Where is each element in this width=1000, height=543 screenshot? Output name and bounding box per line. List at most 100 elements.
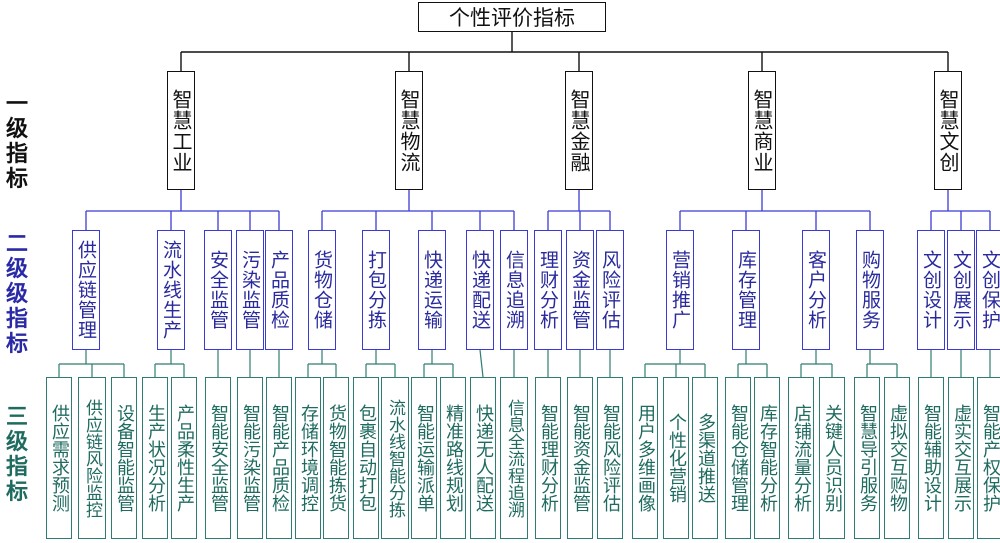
level3-label: 快递无人配送 [473, 404, 494, 512]
level3-label: 智能风险评估 [600, 404, 621, 512]
side-char: 一 [5, 92, 28, 117]
level3-label: 包裹自动打包 [356, 404, 377, 512]
level3-label: 货物智能拣货 [326, 404, 347, 512]
root-title-box: 个性评价指标 [418, 2, 606, 32]
level3-label: 智能资金监管 [570, 404, 591, 512]
side-char: 三 [5, 405, 28, 430]
side-char: 指 [5, 307, 28, 332]
level1-node: 智慧金融 [565, 71, 593, 190]
level3-node: 流水线智能分拣 [381, 377, 409, 539]
level3-node: 快递无人配送 [470, 377, 496, 539]
level2-label: 污染监管 [239, 250, 261, 330]
level2-label: 快递配送 [469, 250, 491, 330]
level2-node: 安全监管 [204, 230, 232, 350]
level2-node: 流水线生产 [157, 230, 185, 350]
side-label-level3: 三 级 指 标 [0, 405, 34, 505]
level3-node: 库存智能分析 [754, 377, 780, 539]
level3-node: 精准路线规划 [440, 377, 466, 539]
level3-node: 虚实交互展示 [948, 377, 974, 539]
level1-label: 智慧文创 [936, 88, 960, 173]
level2-node: 信息追溯 [500, 230, 528, 350]
level3-label: 虚实交互展示 [951, 404, 972, 512]
level2-label: 资金监管 [569, 250, 591, 330]
level3-node: 智慧导引服务 [854, 377, 880, 539]
level3-node: 供应链风险监控 [78, 377, 106, 539]
level3-node: 货物智能拣货 [323, 377, 349, 539]
level2-label: 快递运输 [421, 250, 443, 330]
level3-node: 智能仓储管理 [725, 377, 751, 539]
level3-label: 智能污染监管 [240, 404, 261, 512]
level3-label: 供应需求预测 [49, 404, 70, 512]
level2-label: 信息追溯 [503, 250, 525, 330]
level2-node: 文创展示 [947, 230, 975, 350]
l2-l3-connector [479, 349, 484, 378]
level2-node: 风险评估 [596, 230, 624, 350]
level2-node: 资金监管 [566, 230, 594, 350]
root-title: 个性评价指标 [449, 6, 575, 30]
level2-node: 客户分析 [802, 230, 830, 350]
level3-label: 生产状况分析 [145, 404, 166, 512]
level3-label: 设备智能监管 [114, 404, 135, 512]
level3-label: 库存智能分析 [757, 404, 778, 512]
level3-label: 精准路线规划 [443, 404, 464, 512]
level3-node: 智能辅助设计 [918, 377, 944, 539]
level2-node: 理财分析 [534, 230, 562, 350]
level2-label: 产品质检 [268, 250, 290, 330]
side-char: 级 [5, 430, 28, 455]
level2-label: 购物服务 [859, 250, 881, 330]
level2-node: 货物仓储 [308, 230, 336, 350]
side-label-level2: 二 级 级 指 标 [0, 232, 34, 357]
level3-node: 供应需求预测 [46, 377, 72, 539]
side-char: 级 [5, 117, 28, 142]
side-char: 指 [5, 455, 28, 480]
side-char: 指 [5, 142, 28, 167]
side-char: 级 [5, 282, 28, 307]
level2-node: 文创设计 [917, 230, 945, 350]
level3-node: 生产状况分析 [142, 377, 168, 539]
level2-label: 文创设计 [920, 250, 942, 330]
level3-label: 产品柔性生产 [174, 404, 195, 512]
side-char: 二 [5, 232, 28, 257]
level3-label: 虚拟交互购物 [887, 404, 908, 512]
level3-label: 关键人员识别 [822, 404, 843, 512]
level2-node: 文创保护 [976, 230, 1000, 350]
level2-node: 污染监管 [236, 230, 264, 350]
level3-node: 用户多维画像 [632, 377, 658, 539]
level1-node: 智慧物流 [395, 71, 423, 190]
level2-label: 理财分析 [537, 250, 559, 330]
level2-label: 营销推广 [669, 250, 691, 330]
level1-label: 智慧物流 [397, 88, 421, 173]
level3-label: 智能仓储管理 [728, 404, 749, 512]
level2-label: 供应链管理 [75, 240, 97, 340]
level3-node: 虚拟交互购物 [884, 377, 910, 539]
level1-label: 智慧金融 [567, 88, 591, 173]
level2-label: 流水线生产 [160, 240, 182, 340]
level2-node: 购物服务 [856, 230, 884, 350]
level2-node: 产品质检 [265, 230, 293, 350]
level1-label: 智慧商业 [750, 88, 774, 173]
level3-node: 设备智能监管 [111, 377, 137, 539]
level2-node: 库存管理 [732, 230, 760, 350]
level2-label: 货物仓储 [311, 250, 333, 330]
level2-label: 风险评估 [599, 250, 621, 330]
level2-node: 供应链管理 [72, 230, 100, 350]
level3-label: 供应链风险监控 [82, 398, 102, 518]
level3-node: 智能理财分析 [535, 377, 561, 539]
level3-node: 智能产权保护 [977, 377, 1000, 539]
level3-node: 智能安全监管 [205, 377, 231, 539]
level3-node: 智能资金监管 [567, 377, 593, 539]
level3-node: 智能产品质检 [266, 377, 292, 539]
level3-label: 多渠道推送 [695, 413, 716, 503]
level3-node: 店铺流量分析 [788, 377, 814, 539]
level2-node: 快递配送 [466, 230, 494, 350]
side-char: 标 [5, 167, 28, 192]
level3-node: 信息全流程追溯 [500, 377, 528, 539]
side-char: 标 [5, 332, 28, 357]
level3-label: 智慧导引服务 [857, 404, 878, 512]
level3-label: 流水线智能分拣 [385, 398, 405, 518]
level1-node: 智慧商业 [748, 71, 776, 190]
side-label-level1: 一 级 指 标 [0, 92, 34, 192]
level3-node: 个性化营销 [663, 377, 689, 539]
level2-label: 客户分析 [805, 250, 827, 330]
